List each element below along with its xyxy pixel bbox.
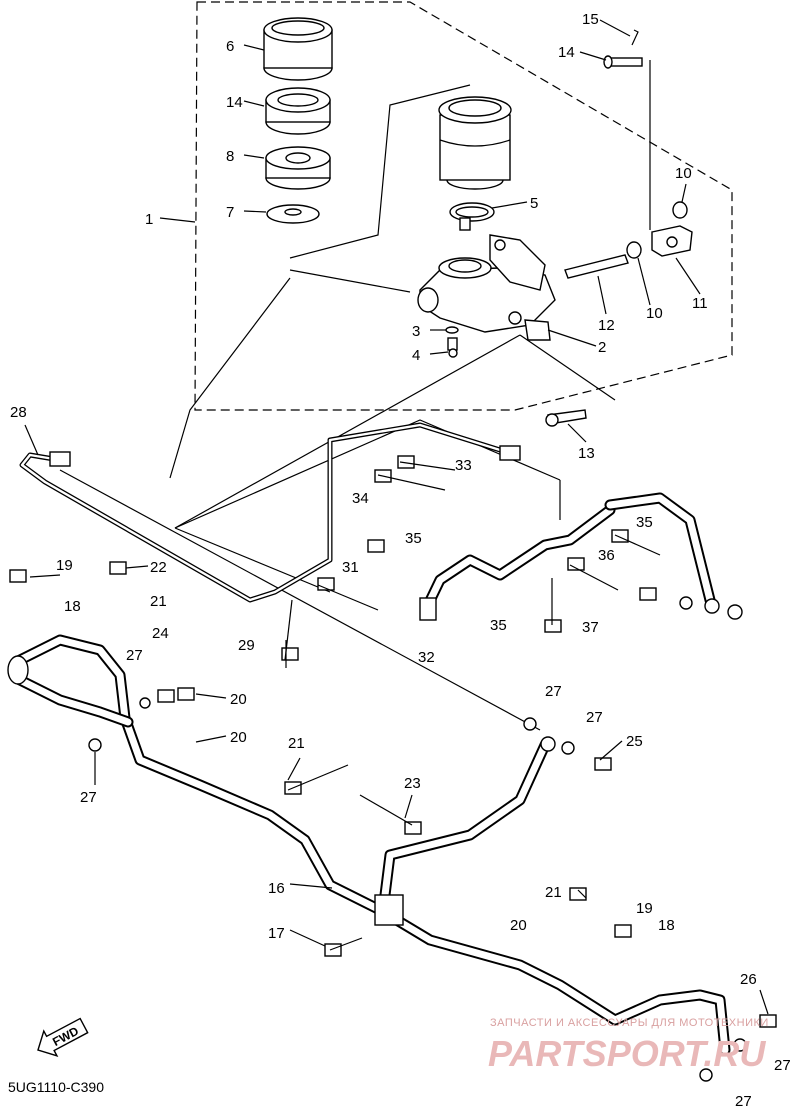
clevis-pin [603, 29, 643, 69]
assembly-outline [194, 1, 733, 411]
callout-label: 21 [288, 735, 305, 752]
callout-label: 27 [545, 683, 562, 700]
callout-label: 31 [342, 559, 359, 576]
hardware [9, 455, 777, 1082]
watermark-brand: PARTSPORT.RU [488, 1033, 766, 1074]
reservoir-washer [266, 204, 320, 224]
rod-nut [626, 201, 688, 259]
watermark: ЗАПЧАСТИ И АКСЕССУАРЫ ДЛЯ МОТОТЕХНИКИ PA… [488, 1017, 769, 1074]
callout-label: 28 [10, 404, 27, 421]
callout-label: 14 [558, 44, 575, 61]
callout-label: 27 [586, 709, 603, 726]
callout-label: 27 [774, 1057, 791, 1074]
callout-label: 20 [230, 729, 247, 746]
callout-label: 19 [56, 557, 73, 574]
hose-clamp [449, 202, 495, 231]
washers-37 [679, 596, 743, 620]
hose-16 [7, 634, 731, 1056]
callout-label: 25 [626, 733, 643, 750]
callout-label: 36 [598, 547, 615, 564]
callout-label: 24 [152, 625, 169, 642]
brake-pipe [19, 422, 521, 603]
callout-label: 16 [268, 880, 285, 897]
callout-label: 8 [226, 148, 234, 165]
callout-label: 20 [230, 691, 247, 708]
callout-label: 27 [735, 1093, 752, 1109]
callout-label: 18 [658, 917, 675, 934]
callout-label: 14 [226, 94, 243, 111]
callout-leaders [24, 19, 769, 1015]
callout-label: 34 [352, 490, 369, 507]
callout-label: 12 [598, 317, 615, 334]
callout-label: 3 [412, 323, 420, 340]
callout-label: 13 [578, 445, 595, 462]
reservoir [438, 96, 512, 190]
callout-label: 21 [545, 884, 562, 901]
callout-label: 2 [598, 339, 606, 356]
callout-label: 4 [412, 347, 420, 364]
callout-label: 35 [490, 617, 507, 634]
callout-label: 27 [80, 789, 97, 806]
master-cylinder [417, 234, 556, 341]
bolt-13 [545, 409, 587, 427]
callout-label: 1 [145, 211, 153, 228]
fwd-arrow-icon: FWD [37, 1017, 89, 1057]
callout-label: 26 [740, 971, 757, 988]
callout-label: 35 [636, 514, 653, 531]
callout-label: 10 [646, 305, 663, 322]
callout-label: 7 [226, 204, 234, 221]
callout-label: 18 [64, 598, 81, 615]
drawing-code: 5UG1110-C390 [8, 1079, 104, 1095]
callout-label: 17 [268, 925, 285, 942]
callout-label: 15 [582, 11, 599, 28]
callout-label: 21 [150, 593, 167, 610]
callout-labels: 6 14 8 7 1 5 3 4 2 12 15 14 10 10 11 13 … [10, 11, 791, 1109]
callout-label: 19 [636, 900, 653, 917]
callout-label: 37 [582, 619, 599, 636]
callout-label: 5 [530, 195, 538, 212]
callout-label: 33 [455, 457, 472, 474]
callout-label: 10 [675, 165, 692, 182]
callout-label: 22 [150, 559, 167, 576]
diaphragm-holder [265, 146, 331, 190]
callout-label: 20 [510, 917, 527, 934]
callout-label: 11 [692, 295, 708, 312]
callout-label: 27 [126, 647, 143, 664]
leader-lines [59, 60, 651, 731]
callout-label: 35 [405, 530, 422, 547]
diaphragm [265, 87, 331, 135]
hose-33 [419, 492, 720, 621]
callout-label: 29 [238, 637, 255, 654]
rod-joint [651, 225, 693, 257]
reservoir-cap [263, 17, 333, 81]
callout-label: 32 [418, 649, 435, 666]
push-rod [564, 254, 629, 279]
watermark-tagline: ЗАПЧАСТИ И АКСЕССУАРЫ ДЛЯ МОТОТЕХНИКИ [490, 1017, 769, 1029]
callout-label: 23 [404, 775, 421, 792]
callout-label: 6 [226, 38, 234, 55]
